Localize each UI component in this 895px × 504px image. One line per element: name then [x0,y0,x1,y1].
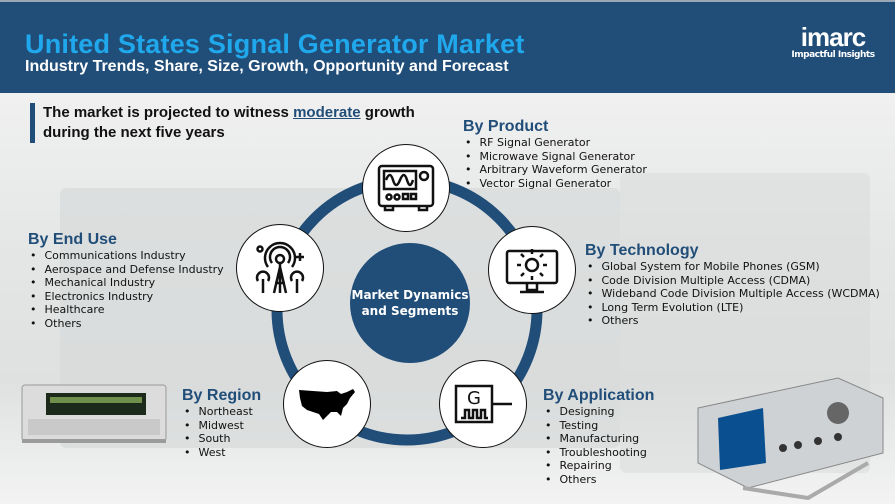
logo-word: imarc [800,22,866,52]
list-item: Midwest [182,419,261,433]
list-item: Long Term Evolution (LTE) [585,301,880,315]
monitor-gear-icon [488,226,576,314]
list-item: Designing [543,405,654,419]
segment-title: By End Use [28,231,117,248]
segment-title: By Application [543,387,655,404]
generator-symbol-icon: G [439,360,527,448]
list-item: Mechanical Industry [28,276,224,290]
list-item: Vector Signal Generator [463,177,647,191]
growth-highlight: moderate [293,104,361,121]
list-item: Code Division Multiple Access (CDMA) [585,274,880,288]
list-item: Arbitrary Waveform Generator [463,163,647,177]
signal-generator-device-image [21,384,167,443]
list-item: RF Signal Generator [463,136,647,150]
list-item: Global System for Mobile Phones (GSM) [585,260,880,274]
segment-title: By Technology [585,242,699,259]
list-item: Manufacturing [543,432,654,446]
list-item: Wideband Code Division Multiple Access (… [585,287,880,301]
antenna-tower-icon [236,224,324,312]
center-hub: Market Dynamics and Segments [350,243,470,363]
page-subtitle: Industry Trends, Share, Size, Growth, Op… [25,58,509,75]
list-item: Testing [543,419,654,433]
list-item: Healthcare [28,303,224,317]
market-outlook-callout: The market is projected to witness moder… [30,103,430,143]
segment-application: By Application DesigningTestingManufactu… [543,387,654,486]
segment-technology: By Technology Global System for Mobile P… [585,242,880,328]
list-item: Troubleshooting [543,446,654,460]
segment-region: By Region NortheastMidwestSouthWest [182,387,261,459]
list-item: Repairing [543,459,654,473]
list-item: Northeast [182,405,261,419]
imarc-logo: imarc Impactful Insights [788,24,878,60]
segment-title: By Product [463,118,549,135]
list-item: Electronics Industry [28,290,224,304]
list-item: Others [543,473,654,487]
tagline-text-end: growth during the next five years [43,104,415,141]
header-banner: United States Signal Generator Market In… [0,0,895,93]
signal-generator-icon [362,144,450,232]
segment-end-use: By End Use Communications IndustryAerosp… [28,231,224,330]
list-item: Others [585,314,880,328]
function-generator-device-image [697,377,884,500]
list-item: Others [28,317,224,331]
list-item: West [182,446,261,460]
list-item: Aerospace and Defense Industry [28,263,224,277]
page-title: United States Signal Generator Market [25,29,525,59]
tagline-text: The market is projected to witness [43,104,294,121]
list-item: Microwave Signal Generator [463,150,647,164]
usa-map-icon [283,360,371,448]
list-item: South [182,432,261,446]
list-item: Communications Industry [28,249,224,263]
segment-title: By Region [182,387,262,404]
svg-text:G: G [467,388,481,409]
logo-tagline: Impactful Insights [791,50,875,60]
segment-product: By Product RF Signal GeneratorMicrowave … [463,118,647,190]
